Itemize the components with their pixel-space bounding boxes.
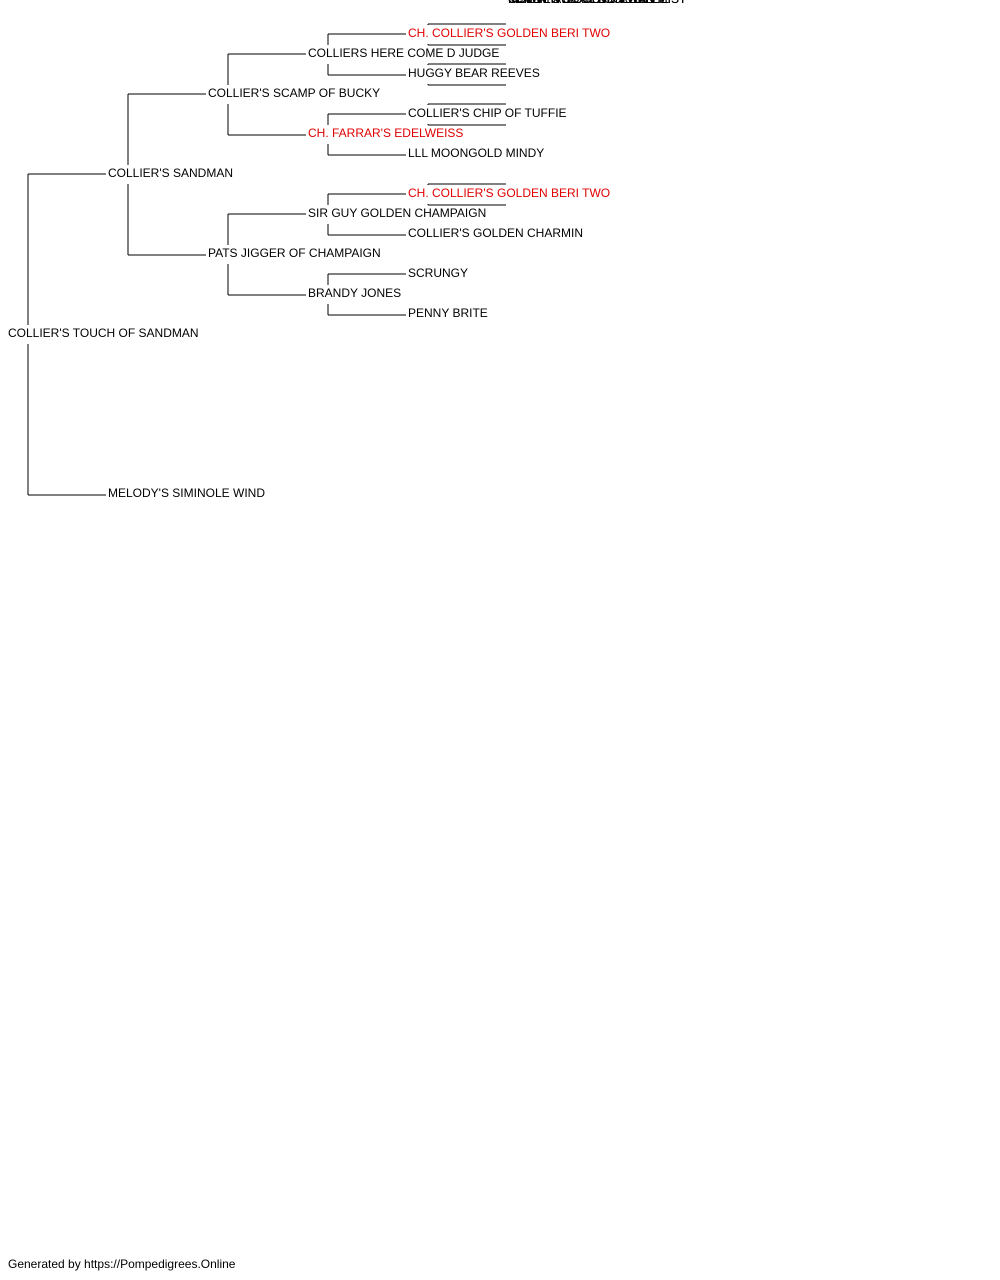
dog-name-brandy-jones: BRANDY JONES xyxy=(308,286,401,300)
dog-name-collier-s-golden-tuffie: COLLIER'S GOLDEN TUFFIE xyxy=(508,0,669,6)
dog-name-kissy-face-ben: KISSY FACE BEN xyxy=(508,0,606,6)
dog-name-lll-moongold-mindy: LLL MOONGOLD MINDY xyxy=(408,146,544,160)
dog-name-pats-jigger-of-champaign: PATS JIGGER OF CHAMPAIGN xyxy=(208,246,381,260)
dog-name-collier-s-golden-tuffie: COLLIER'S GOLDEN TUFFIE xyxy=(508,0,669,6)
dog-name-ch-collier-s-golden-beri-two: CH. COLLIER'S GOLDEN BERI TWO xyxy=(408,26,610,40)
dog-name-collier-s-touch-of-sandman: COLLIER'S TOUCH OF SANDMAN xyxy=(8,326,199,340)
dog-name-melody-s-siminole-wind: MELODY'S SIMINOLE WIND xyxy=(108,486,265,500)
dog-name-ch-collier-s-golden-beri-two: CH. COLLIER'S GOLDEN BERI TWO xyxy=(408,186,610,200)
dog-name-huggy-bear-reeves: HUGGY BEAR REEVES xyxy=(408,66,540,80)
dog-name-penny-s-su-su-golden-mist: PENNY'S SU-SU GOLDEN MIST xyxy=(508,0,687,6)
dog-name-collier-s-golden-wally: COLLIER'S GOLDEN WALLY xyxy=(508,0,666,6)
dog-name-scrungy: SCRUNGY xyxy=(408,266,468,280)
dog-name-sir-guy-golden-champaign: SIR GUY GOLDEN CHAMPAIGN xyxy=(308,206,486,220)
dog-name-myway-western-jubilee: MYWAY WESTERN JUBILEE xyxy=(508,0,667,6)
dog-name-colliers-here-come-d-judge: COLLIERS HERE COME D JUDGE xyxy=(308,46,499,60)
dog-name-collier-s-chip-of-tuffie: COLLIER'S CHIP OF TUFFIE xyxy=(408,106,567,120)
footer-credit: Generated by https://Pompedigrees.Online xyxy=(8,1257,236,1271)
dog-name-collier-s-golden-charmin: COLLIER'S GOLDEN CHARMIN xyxy=(408,226,583,240)
dog-name-collier-s-scamp-of-bucky: COLLIER'S SCAMP OF BUCKY xyxy=(208,86,380,100)
dog-name-collier-s-sandman: COLLIER'S SANDMAN xyxy=(108,166,233,180)
dog-name-penny-s-su-su-golden-mist: PENNY'S SU-SU GOLDEN MIST xyxy=(508,0,687,6)
dog-name-penny-brite: PENNY BRITE xyxy=(408,306,488,320)
dog-name-ch-farrar-s-edelweiss: CH. FARRAR'S EDELWEISS xyxy=(308,126,463,140)
dog-name-collier-s-golden-tuffie: COLLIER'S GOLDEN TUFFIE xyxy=(508,0,669,6)
